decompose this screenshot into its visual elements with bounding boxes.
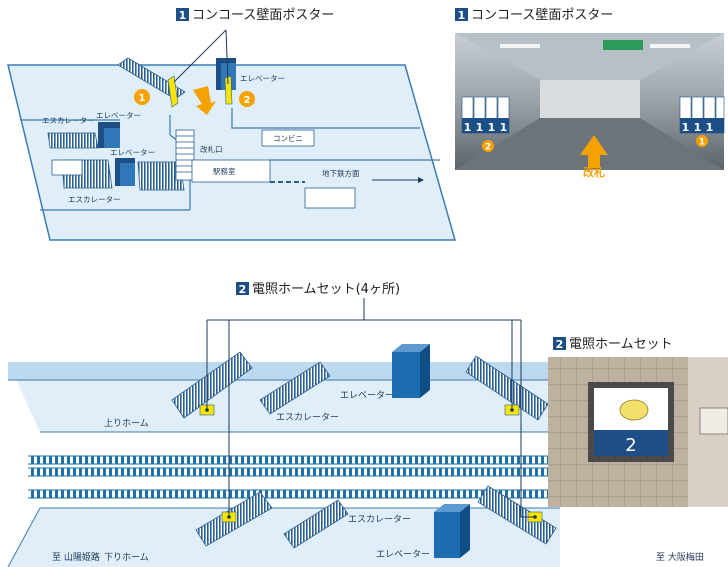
- photo1-posters-right: [679, 96, 725, 134]
- photo1-marker-1: [696, 135, 708, 147]
- concourse-marker-1-text: 1: [139, 93, 146, 104]
- photo2-title: 電照ホームセット: [569, 337, 673, 352]
- label-down-platform: 下りホーム: [104, 552, 149, 563]
- room-white-left: [51, 159, 83, 176]
- up-escalator-1: [171, 351, 253, 419]
- photo2-sign-number: 2: [625, 435, 636, 456]
- poster-marker-2: [224, 75, 233, 105]
- label-to-east: 至 大阪梅田: [656, 551, 704, 563]
- track-2: [28, 468, 548, 476]
- photo1-poster-left-4: 1: [500, 121, 508, 134]
- concourse-marker-2: [239, 91, 255, 107]
- escalator-top-left: [117, 57, 186, 100]
- photo1-marker-2-text: 2: [485, 143, 491, 153]
- label-elevator-mid: エレベーター: [110, 148, 155, 157]
- photo1-marker-1-text: 1: [699, 138, 705, 148]
- heading2-number: 2: [239, 283, 247, 296]
- elevator-box-left-face: [104, 128, 120, 148]
- track-1: [28, 456, 548, 464]
- label-elevator-up: エレベーター: [340, 390, 394, 401]
- up-elevator-front: [392, 352, 420, 398]
- poster-marker-1: [167, 75, 179, 108]
- subway-arrowhead: [418, 177, 424, 183]
- room-right: [304, 187, 356, 209]
- photo1-poster-left-1: 1: [464, 121, 472, 134]
- photo1-poster-right-2: 1: [694, 121, 702, 134]
- stairs: [175, 129, 195, 181]
- up-escalator-2: [259, 361, 331, 415]
- photo1-marker-2: [482, 140, 494, 152]
- photo1-gate-arrow: [580, 135, 608, 168]
- label-escalator-top-left: エスカレーター: [42, 116, 95, 125]
- photo1-number-box: [455, 8, 468, 21]
- elevator-box-mid-face: [120, 163, 135, 186]
- label-escalator-bottom: エスカレーター: [68, 195, 121, 204]
- down-elevator-top: [434, 504, 470, 512]
- gate-direction-arrow: [193, 86, 216, 115]
- down-platform-floor: [8, 508, 560, 567]
- station-office-room: [191, 159, 271, 183]
- down-platform-outline: [7, 507, 560, 567]
- photo1-exit-sign: [603, 40, 643, 50]
- heading1-number-box: [176, 8, 189, 21]
- photo2-number-box: [553, 337, 566, 350]
- up-elevator-top: [392, 344, 430, 352]
- concourse-map: 1 2 エスカレーター エレベーター エレベーター エレベーター エスカレーター…: [7, 8, 456, 241]
- photo2-lightbox-band: [594, 430, 668, 456]
- heading2-callout: [206, 298, 535, 518]
- photo2-mascot: [619, 399, 649, 421]
- label-elevator-top-left: エレベーター: [96, 111, 141, 120]
- photo1-light-2: [650, 44, 690, 48]
- label-gate: 改札口: [200, 144, 223, 154]
- down-elevator-side: [460, 504, 470, 558]
- heading1-callout: [173, 29, 229, 85]
- label-to-west: 至 山陽姫路: [52, 551, 100, 563]
- heading2-number-box: [236, 282, 249, 295]
- photo2-right-sign: [699, 407, 728, 435]
- photo1-poster-right-1: 1: [682, 121, 690, 134]
- label-konbini: コンビニ: [273, 134, 303, 143]
- label-elevator-down: エレベーター: [376, 549, 430, 560]
- down-escalator-3: [477, 485, 557, 545]
- escalator-left-3: [137, 161, 185, 191]
- track-rails: [28, 455, 548, 499]
- label-subway-direction: 地下鉄方面: [322, 168, 360, 178]
- photo1-end-wall: [540, 80, 640, 118]
- photo1-posters-left: [461, 96, 510, 134]
- photo1-gate-label: 改札: [583, 165, 605, 179]
- heading1-number: 1: [179, 9, 187, 22]
- elevator-box-top-face: [221, 63, 236, 90]
- photo1-title: コンコース壁面ポスター: [471, 8, 613, 23]
- heading1-title: コンコース壁面ポスター: [192, 8, 334, 23]
- down-escalator-2: [283, 499, 349, 549]
- heading2-title: 電照ホームセット(4ヶ所): [252, 282, 400, 297]
- platform-photo: 2 電照ホームセット 2: [548, 337, 728, 507]
- platform-map: 2 電照ホームセット(4ヶ所): [7, 282, 704, 567]
- photo1-poster-left-2: 1: [476, 121, 484, 134]
- label-escalator-up: エスカレーター: [276, 412, 339, 423]
- photo1-light-1: [500, 44, 540, 48]
- photo1-poster-left-3: 1: [488, 121, 496, 134]
- concourse-photo: 1 コンコース壁面ポスター 改札 1 1 1 1 2: [455, 8, 725, 179]
- label-escalator-down: エスカレーター: [348, 514, 411, 525]
- track-3: [28, 490, 548, 498]
- concourse-marker-2-text: 2: [244, 95, 251, 106]
- down-elevator-front: [434, 512, 460, 558]
- up-elevator-side: [420, 344, 430, 398]
- concourse-marker-1: [134, 89, 150, 105]
- konbini-room: [261, 129, 315, 147]
- photo1-poster-right-3: 1: [706, 121, 714, 134]
- photo2-number: 2: [556, 338, 564, 351]
- photo1-number: 1: [458, 9, 466, 22]
- label-up-platform: 上りホーム: [104, 418, 149, 429]
- escalator-left-1: [47, 132, 99, 149]
- up-platform-outline: [8, 379, 560, 433]
- label-elevator-top: エレベーター: [240, 74, 285, 83]
- label-station-office: 駅務室: [213, 166, 236, 176]
